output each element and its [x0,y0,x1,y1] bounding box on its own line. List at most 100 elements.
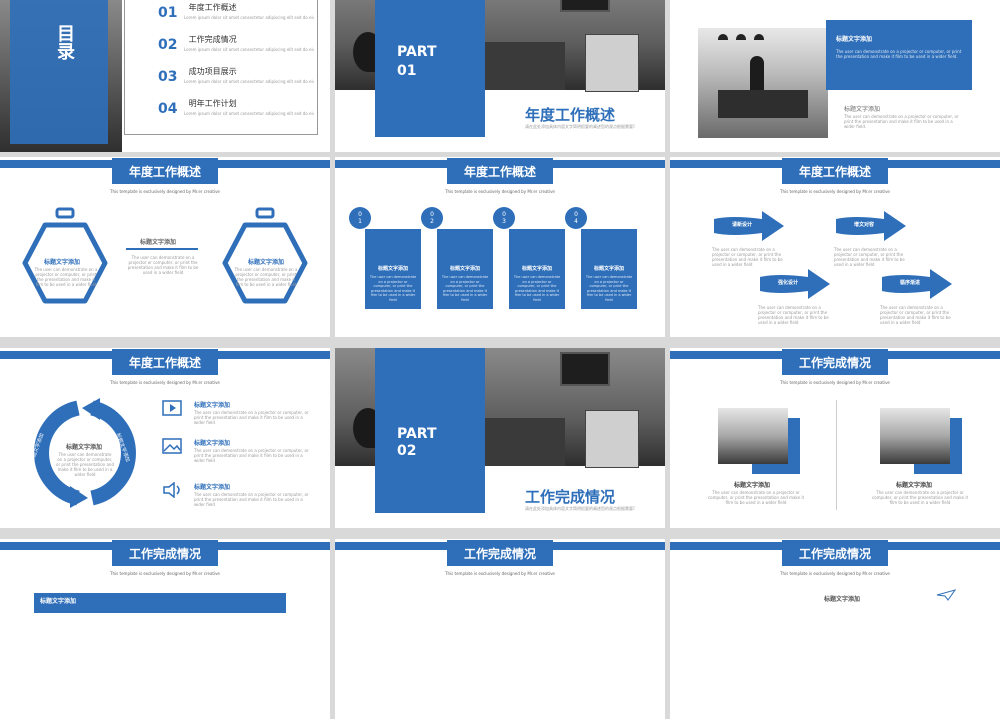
toc-item[interactable]: 03 成功项目展示 Lorem ipsum dolor sit amet con… [158,66,318,98]
card-heading: 标题文字添加 [593,266,624,272]
slide-photo-text[interactable]: 标题文字添加 The user can demonstrate on a pro… [670,0,1000,152]
card-number: 0 1 [349,207,371,229]
slide-toc[interactable]: 目录 01 年度工作概述 Lorem ipsum dolor sit amet … [0,0,330,152]
toc-item-desc: Lorem ipsum dolor sit amet consectetur a… [184,15,314,20]
stopwatch-body: The user can demonstrate on a projector … [34,267,98,287]
item-heading: 标题文字添加 [194,440,231,447]
card-text: The user can demonstrate on a projector … [369,275,417,302]
slide-subtitle: This template is exclusively designed by… [780,380,890,385]
stopwatch-icon [222,207,308,304]
shop-photo [718,408,788,464]
slide-subtitle: This template is exclusively designed by… [110,189,220,194]
part-desc: 请在此处添加具体内容文字简明扼要的阐述您的观点根据需要可酌情增减文字 [525,506,635,511]
photo-body: The user can demonstrate on a projector … [707,490,805,505]
photo-heading: 标题文字添加 [896,482,933,489]
toc-item-label: 工作完成情况 [188,35,237,44]
slide-subtitle: This template is exclusively designed by… [445,571,555,576]
slide-two-photos[interactable]: 工作完成情况 This template is exclusively desi… [670,348,1000,528]
icon-item[interactable]: 标题文字添加 The user can demonstrate on a pro… [162,481,322,507]
play-icon [162,400,182,416]
arrow-block[interactable]: 增文对容 The user can demonstrate on a proje… [834,211,934,267]
arrow-body: The user can demonstrate on a projector … [712,247,783,267]
toc-item-label: 成功项目展示 [188,67,237,76]
shopkeeper [750,56,764,90]
arrow-block[interactable]: 请新设计 The user can demonstrate on a proje… [712,211,812,267]
card[interactable]: 0 1 标题文字添加 The user can demonstrate on a… [349,207,421,309]
arrow-body: The user can demonstrate on a projector … [834,247,905,267]
card-number: 0 2 [421,207,443,229]
slide-cycle[interactable]: 年度工作概述 This template is exclusively desi… [0,348,330,528]
lamp-icon [736,34,746,40]
heading: 标题文字添加 [844,106,881,113]
card-body: 标题文字添加 The user can demonstrate on a pro… [509,229,565,309]
part-desc: 请在此处添加具体内容文字简明扼要的阐述您的观点根据需要可酌情增减文字 [525,124,635,129]
arrow-body: The user can demonstrate on a projector … [880,305,951,325]
slide-work-status-3[interactable]: 工作完成情况 This template is exclusively desi… [670,539,1000,719]
toc-item[interactable]: 04 明年工作计划 Lorem ipsum dolor sit amet con… [158,98,318,130]
slide-work-status-1[interactable]: 工作完成情况 This template is exclusively desi… [0,539,330,719]
part-panel [375,0,485,137]
toc-item-desc: Lorem ipsum dolor sit amet consectetur a… [184,111,314,116]
slide-numbered-cards[interactable]: 年度工作概述 This template is exclusively desi… [335,157,665,337]
slide-stopwatch[interactable]: 年度工作概述 This template is exclusively desi… [0,157,330,337]
cycle-body: The user can demonstrate on a projector … [56,452,114,477]
card-number: 0 3 [493,207,515,229]
lamp-icon [718,34,728,40]
card[interactable]: 0 2 标题文字添加 The user can demonstrate on a… [421,207,493,309]
body-text: The user can demonstrate on a projector … [844,114,959,129]
shelf-cabinet [585,410,639,468]
tag-label: 标题文字添加 [40,598,77,605]
card[interactable]: 0 3 标题文字添加 The user can demonstrate on a… [493,207,565,309]
shop-counter [718,90,808,118]
card-text: The user can demonstrate on a projector … [513,275,561,302]
part-panel [375,348,485,513]
toc-item[interactable]: 02 工作完成情况 Lorem ipsum dolor sit amet con… [158,34,318,66]
arrow-right-icon [760,269,830,299]
slide-title: 年度工作概述 [112,349,218,375]
card-number: 0 4 [565,207,587,229]
arrow-label: 请新设计 [732,222,753,228]
card[interactable]: 0 4 标题文字添加 The user can demonstrate on a… [565,207,637,309]
slide-title: 年度工作概述 [447,158,553,184]
toc-title: 目录 [54,24,75,60]
slide-subtitle: This template is exclusively designed by… [110,571,220,576]
arrow-label: 循序渐进 [900,280,921,286]
shelf-cabinet [585,34,639,92]
card-heading: 标题文字添加 [449,266,480,272]
toc-title-panel [10,0,108,144]
slide-work-status-2[interactable]: 工作完成情况 This template is exclusively desi… [335,539,665,719]
arrow-block[interactable]: 循序渐进 The user can demonstrate on a proje… [880,269,980,325]
card-body: 标题文字添加 The user can demonstrate on a pro… [365,229,421,309]
card-body: 标题文字添加 The user can demonstrate on a pro… [437,229,493,309]
card-text: The user can demonstrate on a projector … [441,275,489,302]
toc-item-num: 04 [158,101,178,117]
arrow-block[interactable]: 强化设计 The user can demonstrate on a proje… [758,269,858,325]
toc-item[interactable]: 01 年度工作概述 Lorem ipsum dolor sit amet con… [158,2,318,34]
arrow-label: 增文对容 [854,222,875,228]
slide-subtitle: This template is exclusively designed by… [780,571,890,576]
stopwatch-heading: 标题文字添加 [44,259,81,266]
slide-part-01[interactable]: PART 01 年度工作概述 请在此处添加具体内容文字简明扼要的阐述您的观点根据… [335,0,665,152]
slide-title: 工作完成情况 [782,540,888,566]
center-body: The user can demonstrate on a projector … [127,255,199,275]
stopwatch-heading: 标题文字添加 [248,259,285,266]
item-body: The user can demonstrate on a projector … [194,410,309,425]
item-body: The user can demonstrate on a projector … [194,448,309,463]
part-title: 年度工作概述 [525,106,616,124]
toc-frame [124,0,318,135]
cycle-arrows-icon [34,398,136,508]
part-title: 工作完成情况 [525,488,616,506]
icon-item[interactable]: 标题文字添加 The user can demonstrate on a pro… [162,438,322,463]
part-label: PART [397,426,437,442]
stopwatch-body: The user can demonstrate on a projector … [234,267,298,287]
icon-item[interactable]: 标题文字添加 The user can demonstrate on a pro… [162,400,322,425]
slide-arrows[interactable]: 年度工作概述 This template is exclusively desi… [670,157,1000,337]
slide-subtitle: This template is exclusively designed by… [780,189,890,194]
heading: 标题文字添加 [824,596,861,603]
card-body: 标题文字添加 The user can demonstrate on a pro… [581,229,637,309]
card-heading: 标题文字添加 [377,266,408,272]
center-heading: 标题文字添加 [140,239,177,246]
slide-part-02[interactable]: PART 02 工作完成情况 请在此处添加具体内容文字简明扼要的阐述您的观点根据… [335,348,665,528]
arrow-right-icon [882,269,952,299]
item-body: The user can demonstrate on a projector … [194,492,309,507]
